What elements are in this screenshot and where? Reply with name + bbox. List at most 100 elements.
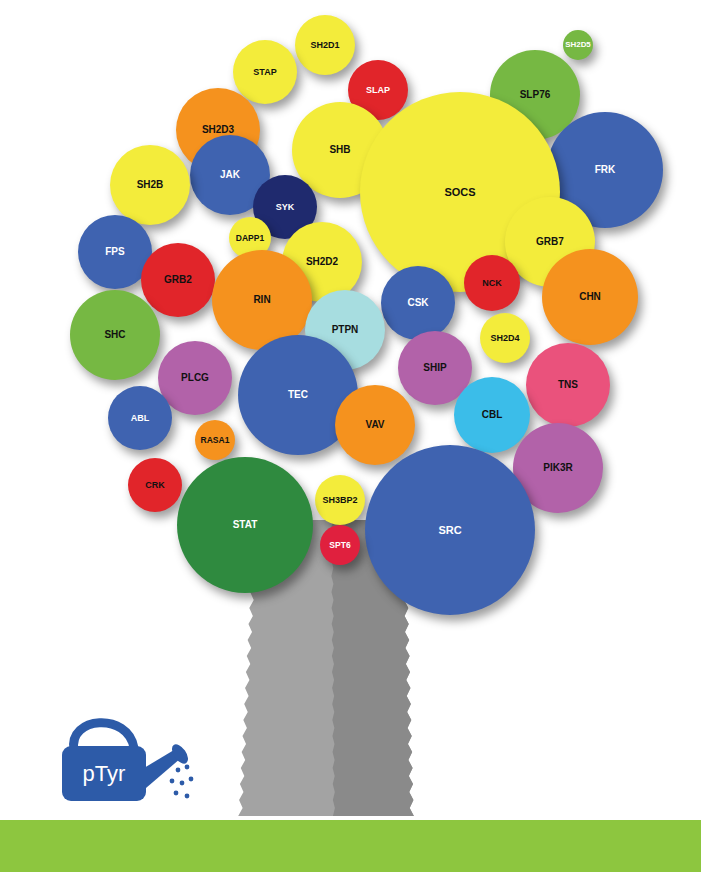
- family-label: SLP76: [520, 90, 551, 100]
- family-label: CHN: [579, 292, 601, 302]
- circle-fill: [526, 343, 610, 427]
- circle-fill: [563, 30, 593, 60]
- family-label: PLCG: [181, 373, 209, 383]
- family-label: FRK: [595, 165, 616, 175]
- family-label: SLAP: [366, 86, 390, 95]
- circle-fill: [464, 255, 520, 311]
- circle-fill: [158, 341, 232, 415]
- family-label: SH2B: [137, 180, 164, 190]
- family-label: CBL: [482, 410, 503, 420]
- water-drop: [180, 781, 185, 786]
- water-drop: [185, 765, 190, 770]
- circle-fill: [110, 145, 190, 225]
- circle-fill: [542, 249, 638, 345]
- sh2-family-circle: GRB2: [141, 243, 215, 317]
- family-label: RIN: [253, 295, 270, 305]
- circle-fill: [78, 215, 152, 289]
- family-label: SPT6: [329, 541, 350, 550]
- sh2-family-circle: SHC: [70, 290, 160, 380]
- sh2-family-circle: SH2D4: [480, 313, 530, 363]
- water-drop: [174, 791, 179, 796]
- family-label: SRC: [438, 525, 461, 536]
- circle-fill: [320, 525, 360, 565]
- sh2-family-circle: SH2D5: [563, 30, 593, 60]
- circle-fill: [128, 458, 182, 512]
- circle-fill: [70, 290, 160, 380]
- family-label: PIK3R: [543, 463, 572, 473]
- sh2-family-circle: VAV: [335, 385, 415, 465]
- family-label: SH2D3: [202, 125, 234, 135]
- circle-fill: [108, 386, 172, 450]
- sh2-family-circle: SH2B: [110, 145, 190, 225]
- sh2-family-circle: RIN: [212, 250, 312, 350]
- water-drop: [176, 768, 181, 773]
- family-label: TNS: [558, 380, 578, 390]
- family-label: SH2D2: [306, 257, 338, 267]
- family-label: SOCS: [444, 187, 475, 198]
- sh2-family-circle: FPS: [78, 215, 152, 289]
- can-body: [62, 746, 146, 801]
- can-label: pTyr: [83, 763, 126, 785]
- can-handle: [74, 723, 134, 750]
- family-label: SHC: [104, 330, 125, 340]
- sh2-family-circle: SH3BP2: [315, 475, 365, 525]
- sh2-family-circle: SPT6: [320, 525, 360, 565]
- family-label: FPS: [105, 247, 124, 257]
- circle-fill: [480, 313, 530, 363]
- family-label: JAK: [220, 170, 240, 180]
- sh2-family-circle: RASA1: [195, 420, 235, 460]
- family-label: SHB: [329, 145, 350, 155]
- family-label: SH2D4: [490, 334, 519, 343]
- water-drop: [189, 777, 194, 782]
- circle-fill: [141, 243, 215, 317]
- circle-fill: [177, 457, 313, 593]
- sh2-family-circle: PLCG: [158, 341, 232, 415]
- circle-fill: [195, 420, 235, 460]
- sh2-family-circle: SH2D1: [295, 15, 355, 75]
- circle-fill: [233, 40, 297, 104]
- sh2-family-circle: CRK: [128, 458, 182, 512]
- circle-fill: [335, 385, 415, 465]
- family-label: GRB7: [536, 237, 564, 247]
- sh2-family-circle: SRC: [365, 445, 535, 615]
- watering-can: pTyr: [50, 708, 200, 808]
- sh2-family-circle: STAP: [233, 40, 297, 104]
- family-label: CSK: [407, 298, 428, 308]
- family-label: ABL: [131, 414, 150, 423]
- water-drop: [185, 794, 190, 799]
- sh2-family-circle: CBL: [454, 377, 530, 453]
- sh2-family-circle: CSK: [381, 266, 455, 340]
- watering-can-shape: [50, 708, 200, 808]
- family-label: VAV: [365, 420, 384, 430]
- sh2-family-circle: STAT: [177, 457, 313, 593]
- family-label: GRB2: [164, 275, 192, 285]
- sh2-family-circle: NCK: [464, 255, 520, 311]
- family-label: STAP: [253, 68, 276, 77]
- can-label-area: pTyr: [62, 746, 146, 801]
- can-rose: [169, 742, 191, 767]
- circle-fill: [454, 377, 530, 453]
- family-label: NCK: [482, 279, 502, 288]
- family-label: PTPN: [332, 325, 359, 335]
- family-label: SHIP: [423, 363, 446, 373]
- circle-fill: [381, 266, 455, 340]
- family-label: SYK: [276, 203, 295, 212]
- sh2-family-circle: ABL: [108, 386, 172, 450]
- sh2-family-circle: CHN: [542, 249, 638, 345]
- family-label: SH2D5: [565, 41, 590, 49]
- circle-fill: [295, 15, 355, 75]
- family-label: TEC: [288, 390, 308, 400]
- family-label: CRK: [145, 481, 165, 490]
- circle-fill: [212, 250, 312, 350]
- family-label: DAPP1: [236, 234, 264, 243]
- water-drop: [170, 779, 175, 784]
- sh2-family-circle: TNS: [526, 343, 610, 427]
- family-label: SH2D1: [310, 41, 339, 50]
- grass: [0, 820, 701, 872]
- family-label: SH3BP2: [322, 496, 357, 505]
- family-label: RASA1: [201, 436, 230, 445]
- circle-fill: [365, 445, 535, 615]
- family-label: STAT: [233, 520, 258, 530]
- circle-fill: [315, 475, 365, 525]
